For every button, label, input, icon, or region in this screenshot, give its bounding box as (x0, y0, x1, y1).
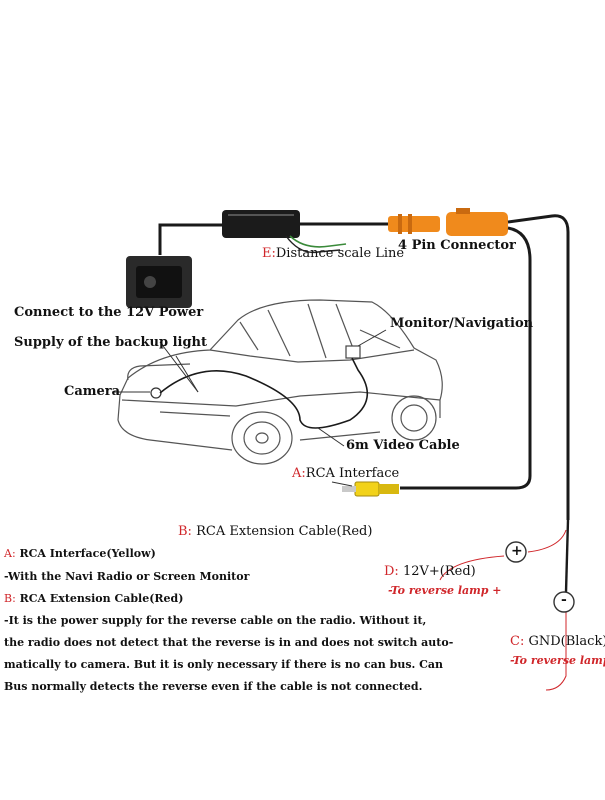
monitor-sketch (345, 345, 361, 359)
connector-label: 4 Pin Connector (398, 238, 516, 253)
desc-b-line1: -It is the power supply for the reverse … (4, 614, 427, 627)
v12-note: -To reverse lamp + (388, 584, 502, 597)
video-cable (159, 357, 369, 429)
distance-scale-label: E:Distance scale Line (262, 246, 405, 261)
rca-plug (354, 481, 380, 497)
v12-red-wire (527, 529, 567, 553)
four-pin-connector-left (388, 216, 440, 232)
rca-interface-label: A:RCA Interface (292, 466, 400, 481)
desc-b-line4: Bus normally detects the reverse even if… (4, 680, 423, 693)
rca-extension-label: B: RCA Extension Cable(Red) (178, 524, 373, 539)
video-cable-label: 6m Video Cable (346, 438, 460, 453)
desc-a-title: A: RCA Interface(Yellow) (4, 547, 156, 560)
camera-label: Camera (64, 384, 121, 399)
plus-terminal (505, 541, 527, 563)
video-branch-cable (400, 226, 532, 490)
gnd-label: C: GND(Black) (510, 634, 605, 649)
desc-b-line3: matically to camera. But it is only nece… (4, 658, 444, 671)
camera-cable (158, 223, 224, 255)
four-pin-connector-right (446, 212, 508, 236)
camera-lens (144, 276, 156, 288)
minus-terminal (553, 591, 575, 613)
desc-a-text: -With the Navi Radio or Screen Monitor (4, 570, 250, 583)
car-sketch (117, 299, 443, 465)
plus-symbol: + (511, 543, 523, 559)
control-module (222, 210, 300, 238)
minus-symbol: - (561, 592, 567, 608)
car-camera-mark (150, 387, 162, 399)
power-label-line1: Connect to the 12V Power (14, 305, 204, 320)
gnd-note: -To reverse lamp- (510, 654, 605, 667)
desc-b-title: B: RCA Extension Cable(Red) (4, 592, 184, 605)
distance-scale-wire (289, 235, 347, 248)
main-harness-cable (507, 214, 570, 520)
desc-b-line2: the radio does not detect that the rever… (4, 636, 454, 649)
v12-label: D: 12V+(Red) (384, 564, 476, 579)
power-label-line2: Supply of the backup light (14, 335, 208, 350)
monitor-label: Monitor/Navigation (390, 316, 534, 331)
gnd-cable (564, 519, 570, 593)
